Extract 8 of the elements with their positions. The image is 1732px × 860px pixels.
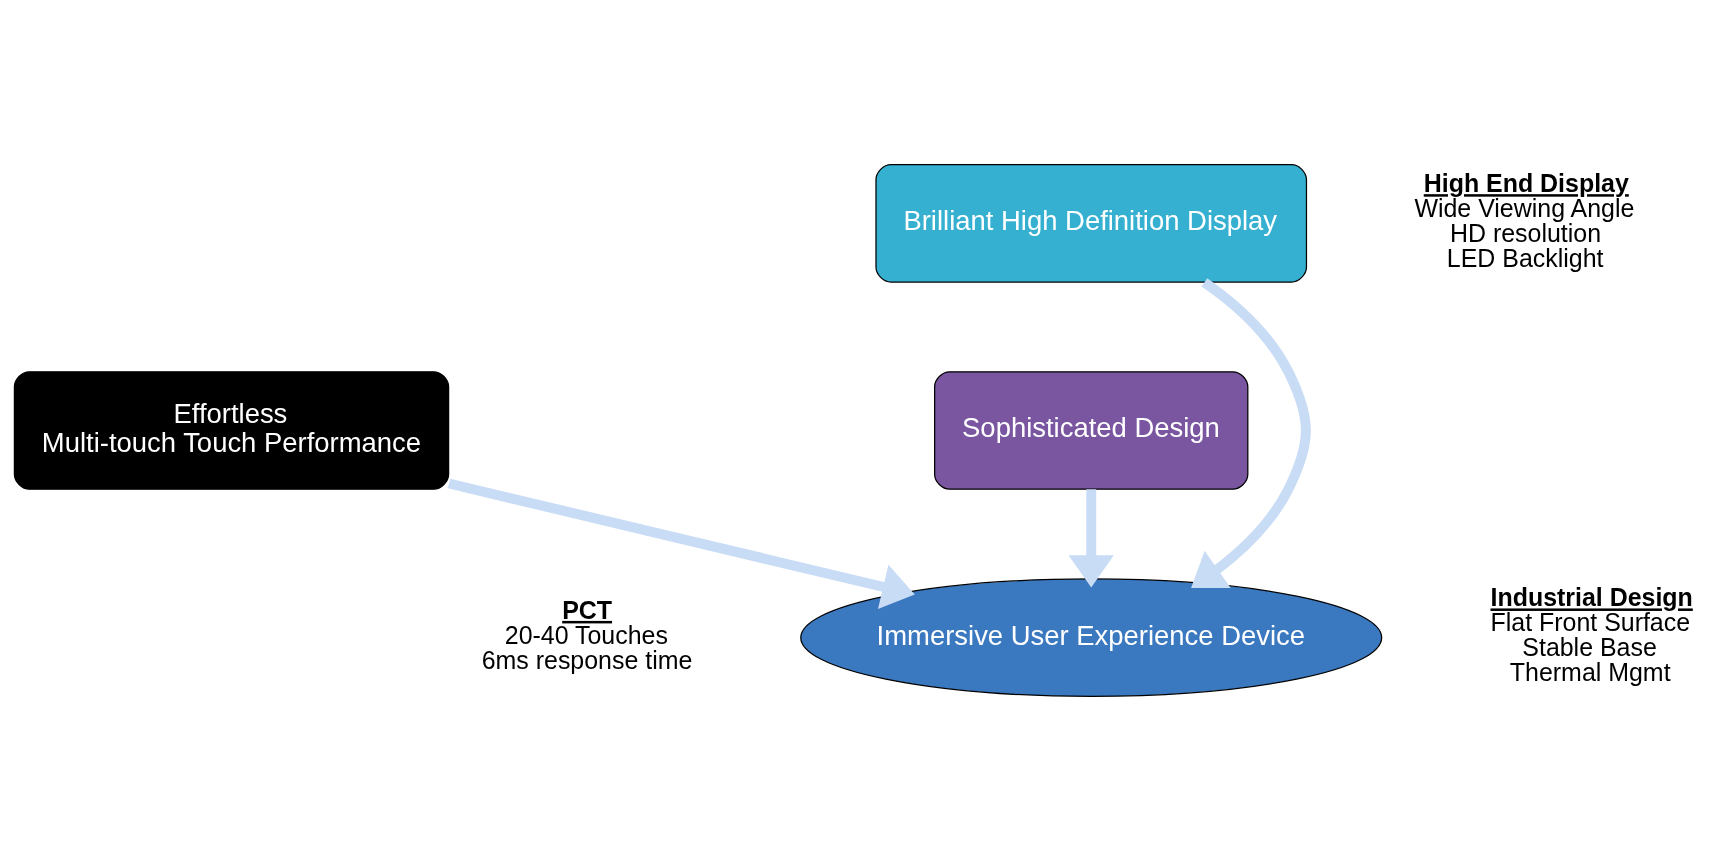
arrow (447, 478, 915, 609)
node-box: Brilliant High Definition Display (875, 163, 1308, 283)
arrow (1191, 277, 1311, 588)
arrow (1068, 488, 1114, 588)
node-box: Sophisticated Design (934, 370, 1249, 490)
node-ellipse: Immersive User Experience Device (800, 577, 1383, 697)
node-box: Effortless Multi-touch Touch Performance (13, 370, 450, 490)
node-label: LED Backlight (1446, 243, 1604, 272)
